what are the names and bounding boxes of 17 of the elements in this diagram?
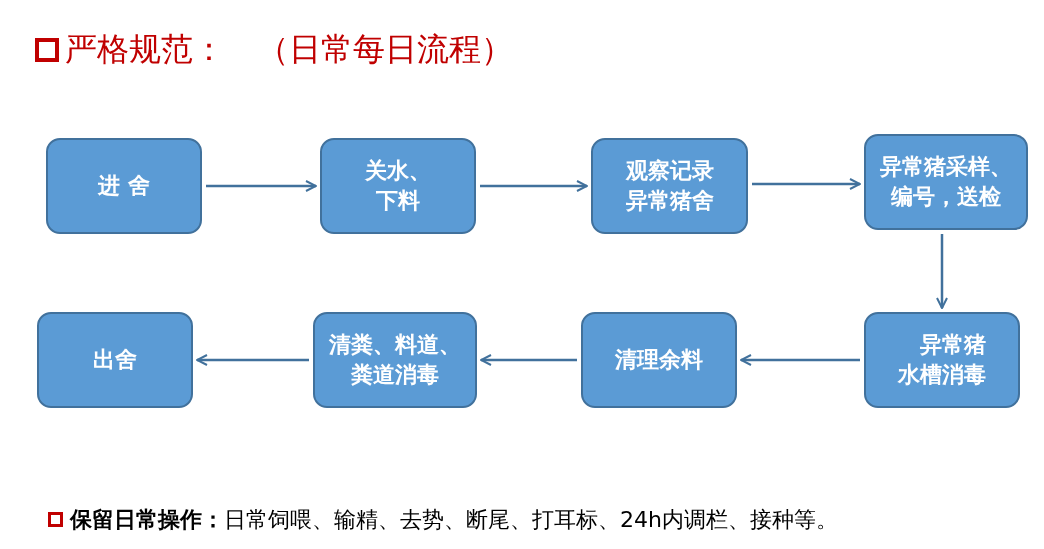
title: 严格规范： （日常每日流程） <box>65 29 513 70</box>
process-box: 关水、下料 <box>320 138 476 234</box>
process-box: 异常猪采样、编号，送检 <box>864 134 1028 230</box>
arrow <box>936 234 948 309</box>
process-box: 出舍 <box>37 312 193 408</box>
arrow <box>752 178 861 190</box>
process-box: 观察记录异常猪舍 <box>591 138 748 234</box>
arrow <box>740 354 860 366</box>
process-box: 异常猪水槽消毒 <box>864 312 1020 408</box>
process-box: 进 舍 <box>46 138 202 234</box>
arrow <box>480 354 577 366</box>
arrow <box>480 180 588 192</box>
process-box: 清粪、料道、粪道消毒 <box>313 312 477 408</box>
process-box: 清理余料 <box>581 312 737 408</box>
arrow <box>196 354 309 366</box>
note-text: 保留日常操作：日常饲喂、输精、去势、断尾、打耳标、24h内调栏、接种等。 <box>70 506 838 534</box>
arrow <box>206 180 317 192</box>
